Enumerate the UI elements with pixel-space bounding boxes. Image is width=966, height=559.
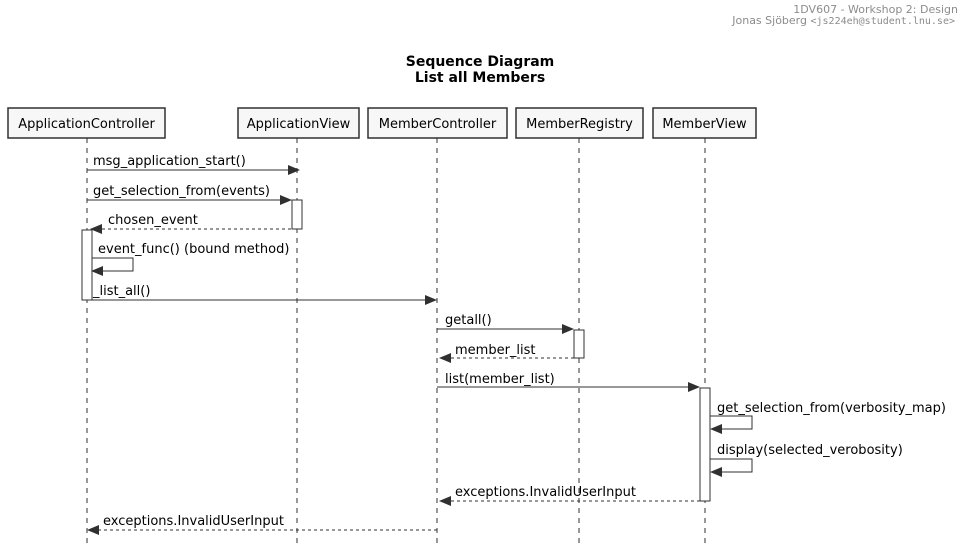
participant-label: ApplicationView [247, 117, 351, 132]
message-5: _list_all() [92, 284, 437, 305]
message-label: exceptions.InvalidUserInput [103, 514, 284, 529]
participant-label: MemberView [662, 117, 747, 132]
message-label: get_selection_from(events) [93, 184, 270, 199]
activation-member-view [699, 387, 711, 502]
message-1: msg_application_start() [87, 154, 300, 175]
activations [81, 199, 711, 502]
activation-application-controller [81, 229, 93, 301]
header-author-name: Jonas Sjöberg [731, 14, 810, 27]
message-label: event_func() (bound method) [98, 242, 289, 257]
message-2: get_selection_from(events) [87, 184, 292, 205]
header-course: 1DV607 - Workshop 2: Design [793, 3, 958, 16]
message-11: exceptions.InvalidUserInput [439, 485, 700, 506]
participant-member-controller: MemberController [367, 107, 508, 139]
message-label: display(selected_verobosity) [717, 443, 903, 458]
participant-label: ApplicationController [18, 117, 155, 132]
participant-member-registry: MemberRegistry [515, 107, 644, 139]
header-author: Jonas Sjöberg <js224eh@student.lnu.se> [731, 14, 955, 27]
message-7: member_list [439, 343, 574, 363]
message-4: event_func() (bound method) [91, 242, 289, 276]
diagram-title: Sequence Diagram [406, 54, 555, 70]
message-9: get_selection_from(verbosity_map) [710, 401, 946, 434]
message-label: member_list [455, 343, 536, 358]
activation-application-view [291, 199, 303, 230]
participant-application-view: ApplicationView [237, 107, 360, 139]
message-12: exceptions.InvalidUserInput [87, 514, 437, 535]
message-label: list(member_list) [445, 372, 555, 387]
message-3: chosen_event [90, 213, 297, 234]
header-author-email: <js224eh@student.lnu.se> [811, 16, 956, 27]
message-8: list(member_list) [437, 372, 700, 392]
message-label: msg_application_start() [93, 154, 246, 169]
message-label: _list_all() [92, 284, 150, 299]
participant-label: MemberController [379, 117, 497, 132]
message-10: display(selected_verobosity) [710, 443, 903, 477]
participant-member-view: MemberView [652, 107, 757, 139]
diagram-subtitle: List all Members [415, 70, 545, 86]
message-label: chosen_event [108, 213, 198, 228]
participant-label: MemberRegistry [526, 117, 633, 132]
message-6: getall() [437, 313, 574, 334]
participant-application-controller: ApplicationController [7, 107, 166, 139]
activation-member-registry [573, 329, 585, 359]
message-label: getall() [445, 313, 492, 328]
message-label: exceptions.InvalidUserInput [455, 485, 636, 500]
message-label: get_selection_from(verbosity_map) [717, 401, 946, 416]
